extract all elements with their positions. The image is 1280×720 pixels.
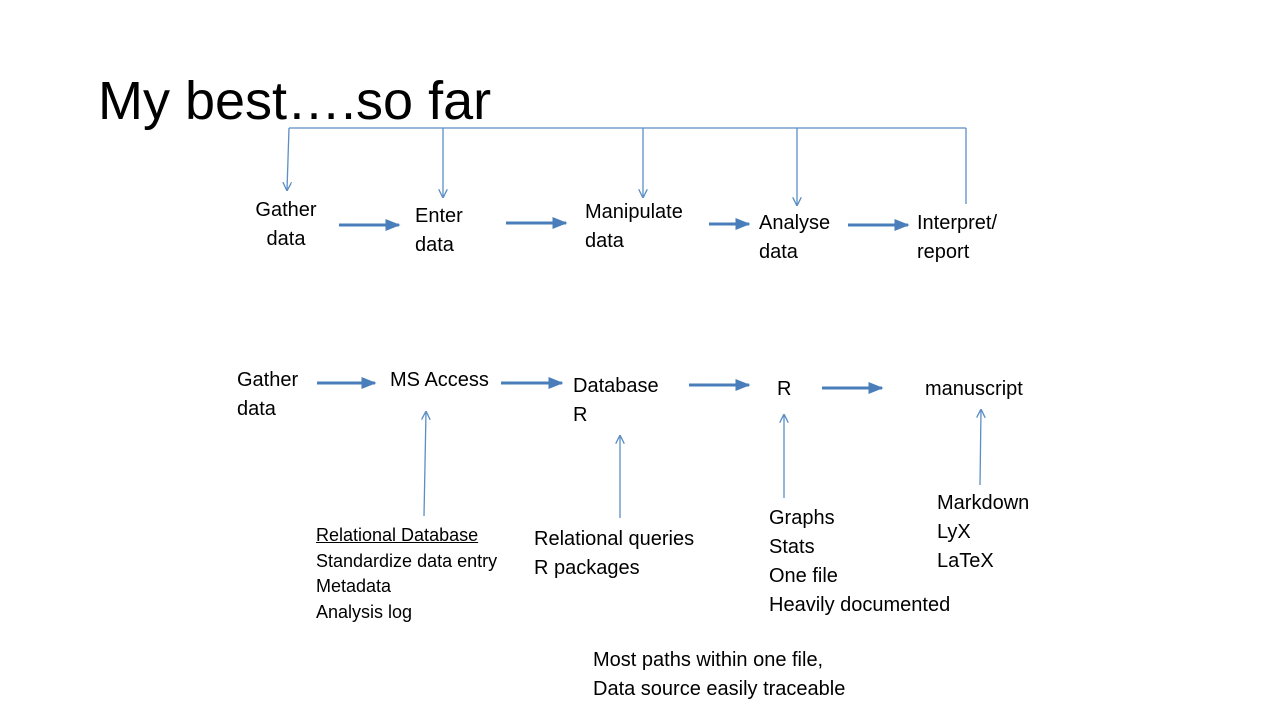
step-gather-line2: data [266, 228, 306, 250]
tool-gather-data: Gather data [237, 366, 298, 424]
note-r-line4: Heavily documented [769, 594, 951, 616]
step-interpret-line1: Interpret/ [917, 212, 998, 234]
note-database-line1: Relational queries [534, 528, 695, 550]
note-database: Relational queries R packages [534, 525, 694, 583]
note-manuscript-line3: LaTeX [937, 550, 994, 572]
bracket-arrow-gather [287, 127, 289, 190]
step-manipulate-line1: Manipulate [585, 201, 683, 223]
note-manuscript: Markdown LyX LaTeX [937, 489, 1029, 576]
note-r: Graphs Stats One file Heavily documented [769, 504, 950, 620]
footer-line1: Most paths within one file, [593, 649, 824, 671]
tool-gather-line1: Gather [237, 369, 299, 391]
tool-ms-access: MS Access [390, 369, 489, 391]
note-arrows [424, 410, 981, 518]
step-analyse-line1: Analyse [759, 212, 831, 234]
step-enter-data: Enter data [415, 202, 463, 260]
step-gather-line1: Gather [255, 199, 317, 221]
step-analyse-line2: data [759, 241, 798, 263]
step-gather-data: Gather data [249, 196, 323, 254]
note-database-line2: R packages [534, 557, 640, 579]
tool-database-line2: R [573, 404, 588, 426]
note-access-relational-database: Relational Database [316, 525, 479, 545]
tool-database-line1: Database [573, 375, 659, 397]
tool-r: R [777, 378, 792, 400]
step-enter-line2: data [415, 234, 454, 256]
slide-title: My best….so far [98, 71, 492, 131]
note-access-line4: Analysis log [316, 601, 413, 622]
arrow-note-access [424, 412, 426, 517]
arrow-note-manuscript [980, 410, 981, 486]
note-r-line3: One file [769, 565, 838, 587]
note-manuscript-line1: Markdown [937, 492, 1030, 514]
note-access-line3: Metadata [316, 576, 392, 596]
tool-arrows [317, 377, 884, 394]
tool-manuscript: manuscript [925, 378, 1023, 400]
tool-database-r: Database R [573, 372, 659, 430]
step-manipulate-data: Manipulate data [585, 198, 683, 256]
note-manuscript-line2: LyX [937, 521, 971, 543]
step-interpret-line2: report [917, 241, 970, 263]
footer-line2: Data source easily traceable [593, 678, 846, 700]
note-r-line1: Graphs [769, 507, 835, 529]
step-enter-line1: Enter [415, 205, 463, 227]
step-analyse-data: Analyse data [759, 209, 830, 267]
step-manipulate-line2: data [585, 230, 624, 252]
feedback-bracket [287, 127, 967, 205]
workflow-arrows [339, 217, 910, 231]
footer-note: Most paths within one file, Data source … [593, 646, 845, 704]
note-access: Relational Database Standardize data ent… [316, 523, 497, 625]
step-interpret-report: Interpret/ report [917, 209, 997, 267]
note-r-line2: Stats [769, 536, 815, 558]
tool-gather-line2: data [237, 398, 276, 420]
note-access-line2: Standardize data entry [316, 550, 498, 571]
